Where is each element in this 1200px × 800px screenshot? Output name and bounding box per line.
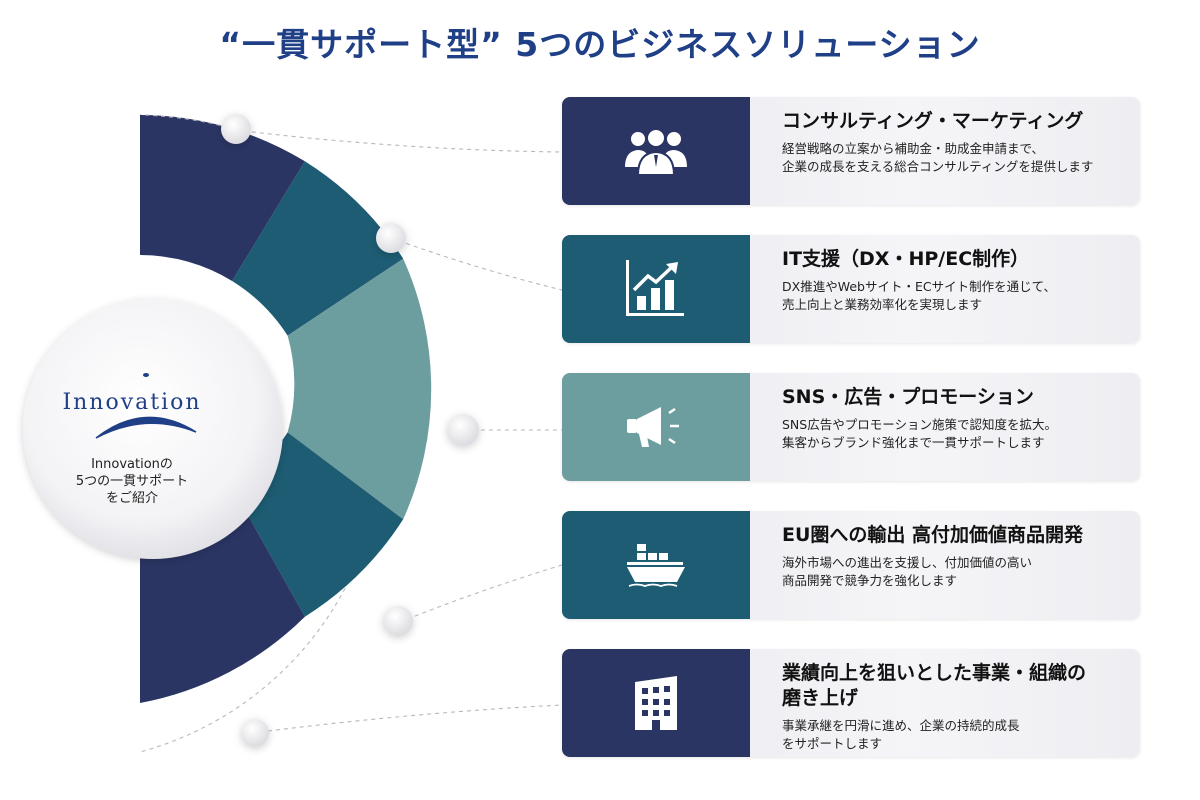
cargo-ship-icon bbox=[627, 544, 685, 587]
card-icon-panel bbox=[562, 97, 750, 205]
logo-dot bbox=[143, 373, 149, 377]
team-icon bbox=[625, 128, 687, 176]
connector-line-1 bbox=[235, 129, 563, 153]
card-description: 経営戦略の立案から補助金・助成金申請まで、 企業の成長を支える総合コンサルティン… bbox=[782, 141, 1094, 174]
solution-card-organization: 業績向上を狙いとした事業・組織の 磨き上げ 事業承継を円滑に進め、企業の持続的成… bbox=[562, 649, 1140, 757]
card-icon-panel bbox=[562, 235, 750, 343]
outer-dashed-arc bbox=[139, 114, 385, 753]
solution-card-sns-promotion: SNS・広告・プロモーション SNS広告やプロモーション施策で認知度を拡大。 集… bbox=[562, 373, 1140, 481]
connector-node-3 bbox=[447, 414, 479, 446]
megaphone-icon bbox=[627, 407, 679, 447]
connector-node-2 bbox=[376, 223, 406, 253]
card-title: 業績向上を狙いとした事業・組織の 磨き上げ bbox=[782, 662, 1087, 709]
connector-line-4 bbox=[399, 564, 563, 623]
connector-node-5 bbox=[241, 719, 269, 747]
hub-circle bbox=[23, 299, 283, 559]
card-title: SNS・広告・プロモーション bbox=[782, 386, 1034, 408]
solution-card-eu-export: EU圏への輸出 高付加価値商品開発 海外市場への進出を支援し、付加価値の高い 商… bbox=[562, 511, 1140, 619]
page-title: “一貫サポート型” 5つのビジネスソリューション bbox=[219, 25, 981, 64]
connector-line-5 bbox=[259, 704, 563, 733]
card-title: EU圏への輸出 高付加価値商品開発 bbox=[782, 524, 1084, 546]
card-description: 事業承継を円滑に進め、企業の持続的成長 をサポートします bbox=[782, 718, 1020, 751]
card-description: DX推進やWebサイト・ECサイト制作を通じて、 売上向上と業務効率化を実現しま… bbox=[782, 279, 1056, 312]
solution-card-it-support: IT支援（DX・HP/EC制作） DX推進やWebサイト・ECサイト制作を通じて… bbox=[562, 235, 1140, 343]
ring-segment-4 bbox=[232, 432, 404, 617]
card-icon-panel bbox=[562, 649, 750, 757]
ring-segment-3 bbox=[287, 258, 432, 520]
logo-swoosh bbox=[95, 416, 197, 439]
hub-caption: Innovationの 5つの一貫サポート をご紹介 bbox=[75, 457, 189, 506]
hub: Innovation Innovationの 5つの一貫サポート をご紹介 bbox=[24, 312, 284, 552]
connector-line-6 bbox=[144, 114, 237, 131]
card-title: コンサルティング・マーケティング bbox=[782, 110, 1084, 132]
office-building-icon bbox=[635, 676, 677, 730]
card-title: IT支援（DX・HP/EC制作） bbox=[782, 248, 1030, 270]
ring-segment-2 bbox=[232, 161, 404, 336]
card-icon-panel bbox=[562, 373, 750, 481]
connector-node-1 bbox=[221, 114, 251, 144]
connector-node-4 bbox=[383, 606, 413, 636]
connector-line-2 bbox=[390, 237, 563, 291]
hub-logo: Innovation bbox=[62, 390, 202, 415]
card-description: SNS広告やプロモーション施策で認知度を拡大。 集客からブランド強化まで一貫サポ… bbox=[782, 417, 1057, 450]
growth-chart-icon bbox=[626, 260, 684, 316]
ring-segment-1 bbox=[140, 115, 305, 281]
card-icon-panel bbox=[562, 511, 750, 619]
card-description: 海外市場への進出を支援し、付加価値の高い 商品開発で競争力を強化します bbox=[782, 555, 1033, 588]
solution-card-consulting: コンサルティング・マーケティング 経営戦略の立案から補助金・助成金申請まで、 企… bbox=[562, 97, 1140, 205]
